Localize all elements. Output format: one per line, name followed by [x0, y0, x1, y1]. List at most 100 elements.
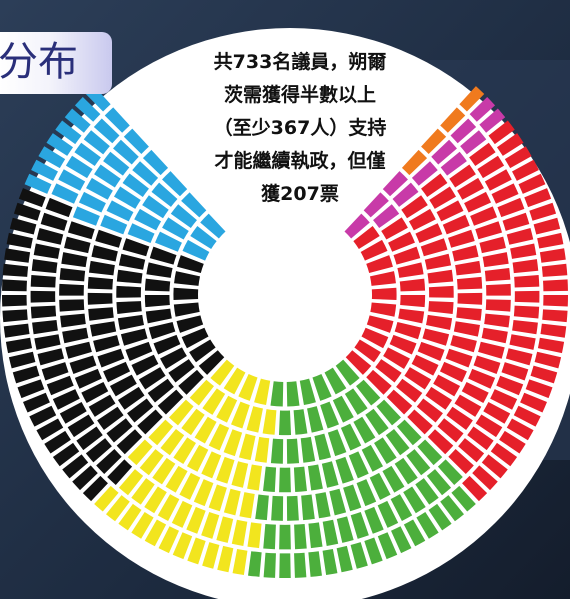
- seat-series-1: [411, 161, 438, 186]
- seat-series-3: [294, 552, 307, 578]
- seat-series-3: [365, 408, 389, 436]
- seat-series-2: [370, 302, 397, 317]
- seat-series-1: [431, 139, 457, 165]
- seat-series-5: [82, 475, 108, 502]
- seat-series-5: [178, 369, 204, 395]
- title-tab: 分布: [0, 32, 112, 94]
- seat-series-5: [120, 328, 148, 346]
- seat-series-4: [238, 433, 256, 461]
- seat-series-4: [94, 485, 119, 512]
- seat-series-4: [186, 506, 206, 534]
- seat-series-2: [499, 430, 526, 454]
- seat-series-6: [38, 146, 66, 169]
- seat-series-4: [171, 500, 193, 528]
- seat-series-5: [97, 348, 125, 368]
- seat-series-3: [403, 519, 426, 547]
- seat-series-2: [433, 374, 461, 397]
- seat-series-4: [201, 451, 222, 479]
- seat-series-2: [354, 339, 381, 363]
- seat-series-2: [475, 414, 503, 438]
- seat-series-2: [467, 426, 494, 451]
- seat-series-5: [127, 398, 154, 423]
- seat-series-5: [45, 197, 73, 218]
- seat-series-3: [353, 416, 376, 444]
- seat-series-2: [442, 214, 470, 235]
- seat-series-4: [247, 522, 262, 549]
- seat-series-2: [454, 394, 482, 417]
- seat-series-2: [381, 217, 408, 240]
- seat-series-3: [279, 467, 291, 493]
- seat-series-5: [144, 278, 171, 292]
- seat-series-3: [428, 503, 452, 531]
- seat-series-3: [440, 495, 464, 522]
- seat-series-4: [208, 484, 227, 512]
- seat-series-6: [190, 225, 217, 250]
- seat-series-2: [436, 200, 464, 222]
- seat-series-3: [364, 506, 384, 534]
- seat-series-2: [424, 253, 452, 270]
- seat-series-5: [181, 327, 209, 349]
- seat-series-3: [321, 461, 339, 488]
- seat-series-2: [360, 239, 388, 261]
- seat-series-2: [481, 327, 508, 344]
- seat-series-6: [106, 200, 134, 222]
- seat-series-2: [506, 228, 534, 245]
- seat-series-4: [254, 378, 271, 405]
- seat-series-2: [446, 406, 473, 430]
- seat-series-5: [87, 292, 113, 305]
- seat-series-4: [193, 479, 214, 507]
- seat-series-5: [9, 217, 37, 235]
- seat-series-2: [478, 341, 505, 359]
- seat-series-5: [23, 392, 50, 413]
- seat-series-2: [512, 259, 539, 274]
- seat-series-1: [460, 130, 487, 155]
- seat-series-2: [509, 334, 536, 350]
- seat-series-2: [389, 334, 417, 355]
- seat-series-1: [382, 171, 408, 197]
- seat-series-6: [162, 217, 189, 240]
- seat-series-2: [437, 418, 464, 443]
- seat-series-3: [263, 466, 277, 493]
- seat-series-2: [411, 354, 439, 376]
- seat-series-6: [78, 191, 106, 213]
- seat-series-4: [202, 542, 220, 569]
- seat-series-4: [217, 545, 234, 573]
- seat-series-3: [377, 532, 398, 560]
- seat-series-0: [401, 149, 428, 176]
- seat-series-3: [336, 545, 353, 573]
- seat-series-6: [142, 195, 169, 219]
- seat-series-2: [366, 369, 392, 395]
- seat-series-5: [36, 228, 64, 245]
- seat-series-2: [485, 299, 511, 312]
- seat-series-6: [151, 182, 178, 207]
- seat-series-2: [427, 269, 454, 284]
- seat-series-3: [314, 433, 332, 461]
- seat-series-5: [173, 287, 199, 301]
- seat-series-2: [420, 238, 448, 257]
- seat-series-4: [118, 469, 144, 496]
- seat-series-2: [464, 191, 492, 213]
- seat-series-3: [361, 444, 384, 472]
- seat-series-2: [530, 365, 558, 384]
- annotation-line-3: （至少367人）支持: [213, 117, 387, 139]
- seat-series-2: [472, 465, 498, 491]
- seat-series-5: [3, 323, 30, 338]
- seat-series-4: [231, 401, 250, 429]
- seat-series-3: [426, 469, 452, 496]
- seat-series-2: [488, 120, 515, 145]
- seat-series-2: [366, 255, 393, 273]
- seat-series-2: [481, 454, 508, 479]
- seat-series-5: [153, 334, 181, 355]
- seat-series-6: [134, 208, 162, 231]
- seat-series-5: [189, 339, 216, 363]
- seat-series-5: [177, 255, 204, 273]
- seat-series-3: [320, 401, 339, 429]
- seat-series-3: [336, 516, 354, 543]
- seat-series-2: [386, 389, 413, 415]
- seat-series-2: [397, 262, 424, 278]
- seat-series-2: [539, 248, 566, 263]
- seat-series-2: [512, 159, 539, 181]
- seat-series-2: [483, 402, 511, 424]
- seat-series-3: [403, 486, 426, 514]
- seat-series-5: [109, 374, 137, 397]
